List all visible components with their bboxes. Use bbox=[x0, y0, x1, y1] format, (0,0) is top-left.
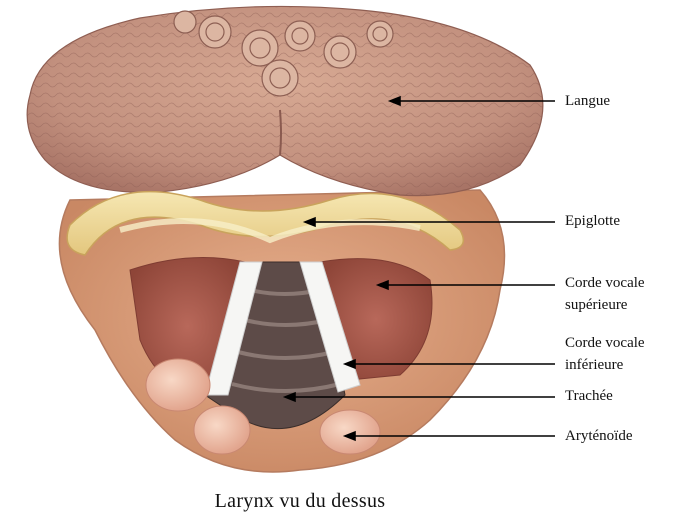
label-line: Trachée bbox=[565, 385, 613, 407]
label-line: Langue bbox=[565, 90, 610, 112]
label-line: Aryténoïde bbox=[565, 425, 632, 447]
label-trachee: Trachée bbox=[565, 385, 613, 407]
left-arytenoid bbox=[146, 359, 210, 411]
label-arytenoide: Aryténoïde bbox=[565, 425, 632, 447]
label-epiglotte: Epiglotte bbox=[565, 210, 620, 232]
label-line: Corde vocale bbox=[565, 332, 645, 354]
label-line: inférieure bbox=[565, 354, 645, 376]
right-arytenoid bbox=[320, 410, 380, 454]
label-langue: Langue bbox=[565, 90, 610, 112]
label-line: supérieure bbox=[565, 294, 645, 316]
label-line: Epiglotte bbox=[565, 210, 620, 232]
figure-caption: Larynx vu du dessus bbox=[0, 490, 600, 513]
label-line: Corde vocale bbox=[565, 272, 645, 294]
